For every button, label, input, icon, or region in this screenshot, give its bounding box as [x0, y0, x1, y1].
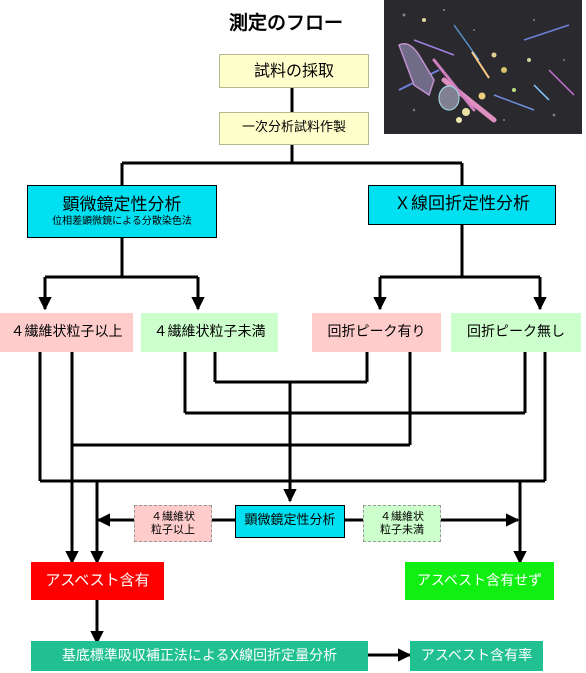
small-fiber-below-4-line2: 粒子未満	[380, 522, 424, 536]
sample-collection-box: 試料の採取	[219, 54, 369, 88]
peak-present-label: 回折ピーク有り	[327, 324, 426, 341]
page-title: 測定のフロー	[229, 12, 344, 34]
micrograph-image	[384, 0, 582, 134]
xray-qualitative-box: Ｘ線回折定性分析	[368, 185, 556, 225]
microscopy-box: 顕微鏡定性分析 位相差顕微鏡による分散染色法	[27, 185, 217, 238]
quantitative-analysis-label: 基底標準吸収補正法によるX線回折定量分析	[61, 647, 338, 664]
small-fiber-4-or-more-box: ４繊維状 粒子以上	[134, 505, 212, 542]
primary-sample-label: 一次分析試料作製	[241, 120, 346, 136]
quantitative-analysis-box: 基底標準吸収補正法によるX線回折定量分析	[31, 641, 368, 671]
primary-sample-box: 一次分析試料作製	[219, 112, 369, 145]
peak-present-box: 回折ピーク有り	[312, 313, 441, 352]
asbestos-content-rate-box: アスベスト含有率	[410, 641, 543, 671]
fiber-4-or-more-label: ４繊維状粒子以上	[10, 324, 123, 341]
peak-absent-box: 回折ピーク無し	[451, 313, 581, 352]
asbestos-content-rate-label: アスベスト含有率	[420, 647, 533, 664]
small-fiber-4-or-more-line2: 粒子以上	[151, 522, 195, 536]
peak-absent-label: 回折ピーク無し	[467, 324, 565, 341]
asbestos-contained-label: アスベスト含有	[45, 571, 150, 590]
fiber-below-4-label: ４繊維状粒子未満	[153, 324, 266, 341]
asbestos-contained-box: アスベスト含有	[31, 562, 164, 600]
asbestos-not-contained-label: アスベスト含有せず	[416, 572, 543, 589]
xray-qualitative-label: Ｘ線回折定性分析	[394, 194, 530, 215]
fiber-4-or-more-box: ４繊維状粒子以上	[0, 313, 133, 352]
asbestos-not-contained-box: アスベスト含有せず	[405, 562, 554, 600]
microscopy-method-label: 位相差顕微鏡による分散染色法	[52, 215, 192, 227]
small-fiber-below-4-box: ４繊維状 粒子未満	[363, 505, 441, 542]
microscopy-label: 顕微鏡定性分析	[62, 194, 182, 215]
small-fiber-below-4-line1: ４繊維状	[380, 509, 424, 523]
small-fiber-4-or-more-line1: ４繊維状	[151, 509, 195, 523]
microscopy-second-label: 顕微鏡定性分析	[244, 513, 336, 529]
sample-collection-label: 試料の採取	[253, 60, 334, 80]
microscopy-second-box: 顕微鏡定性分析	[235, 505, 345, 538]
fiber-below-4-box: ４繊維状粒子未満	[141, 313, 278, 352]
